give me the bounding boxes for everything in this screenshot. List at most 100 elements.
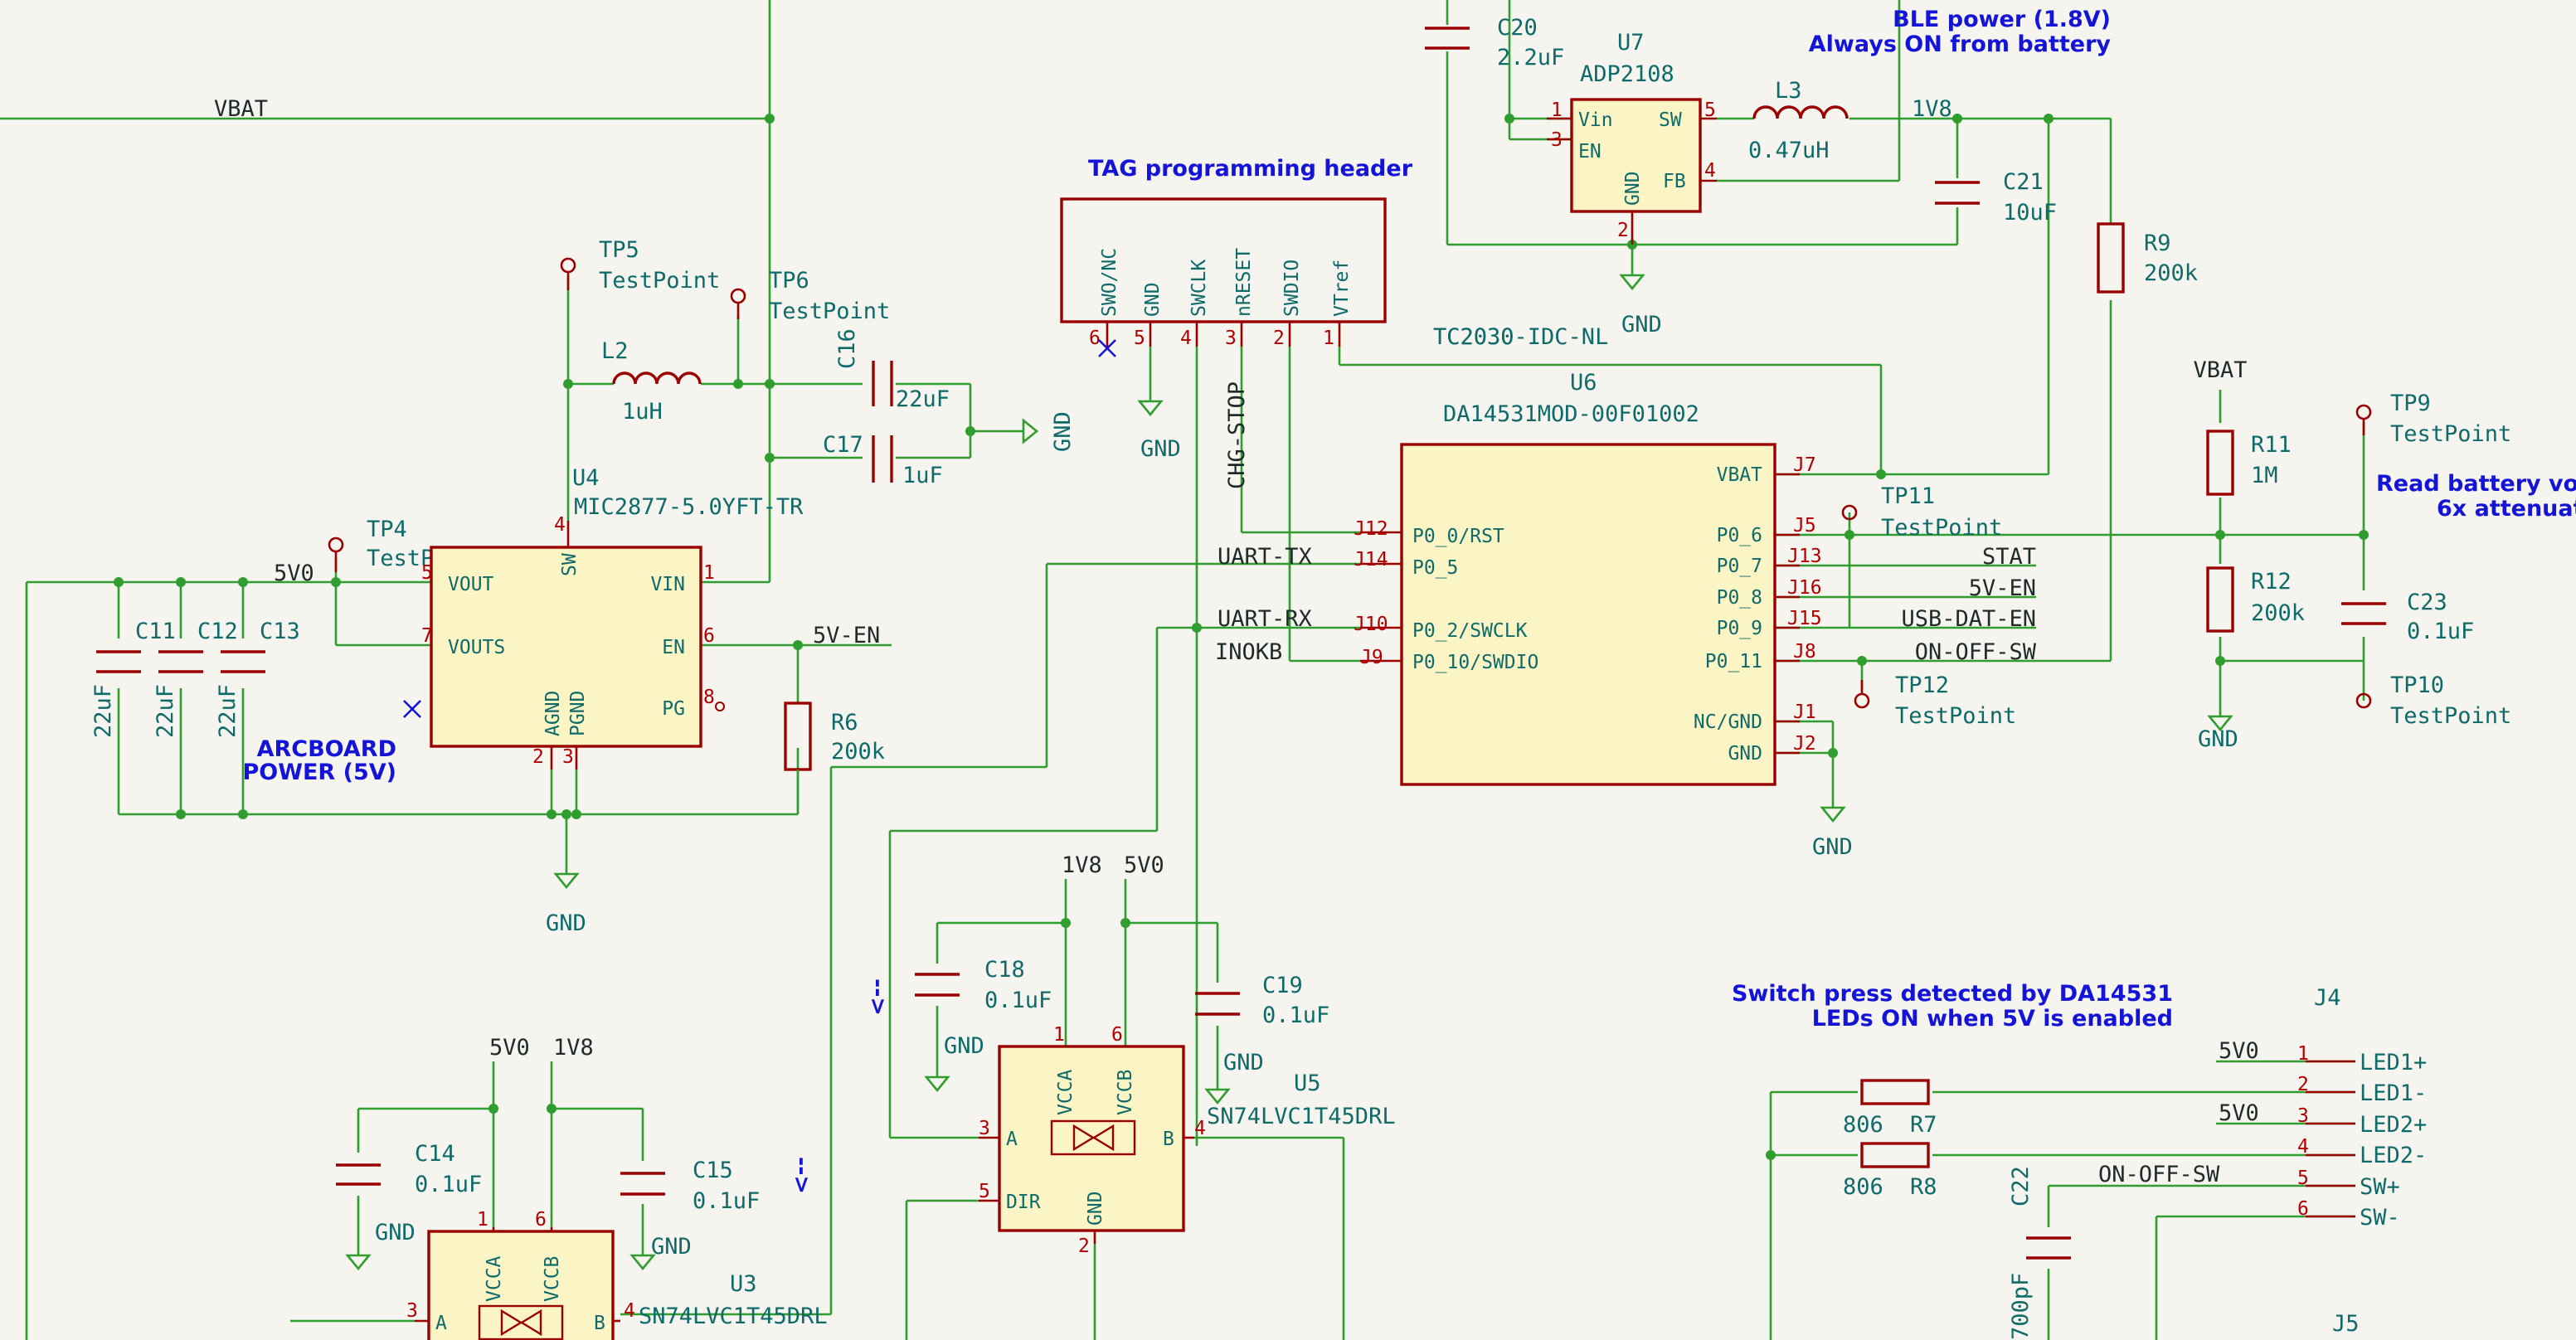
c15-value: 0.1uF [693, 1188, 760, 1214]
u7-pinnum-en: 3 [1551, 129, 1563, 151]
capacitor-c14[interactable] [336, 1163, 381, 1186]
testpoint-tp6[interactable] [730, 288, 746, 319]
direction-arrow-u5: --> [865, 978, 891, 1016]
u3-ref: U3 [730, 1271, 757, 1297]
capacitor-c13[interactable] [221, 650, 265, 673]
u6-body[interactable] [1400, 443, 1776, 786]
capacitor-c12[interactable] [158, 650, 203, 673]
note-battery-1: Read battery volt [2376, 471, 2576, 497]
resistor-r7[interactable] [1860, 1079, 1930, 1105]
u6-pin-gnd: GND [1728, 743, 1762, 765]
j5-ref: J5 [2332, 1311, 2360, 1337]
u4-pinnum-en: 6 [703, 625, 715, 647]
testpoint-tp9[interactable] [2355, 404, 2372, 435]
gnd-label-tag: GND [1140, 436, 1181, 462]
resistor-r9[interactable] [2097, 222, 2125, 294]
j4-pin-led1-plus: LED1+ [2360, 1050, 2427, 1075]
j4-pin-led2-minus: LED2- [2360, 1143, 2427, 1168]
r12-value: 200k [2251, 600, 2305, 626]
c20-ref: C20 [1497, 15, 1538, 41]
testpoint-tp4[interactable] [328, 536, 344, 572]
tp10-ref: TP10 [2390, 672, 2444, 698]
tp5-ref: TP5 [599, 237, 639, 263]
tp12-value: TestPoint [1895, 703, 2016, 729]
inductor-l2[interactable] [612, 371, 702, 385]
net-vbat-r11: VBAT [2193, 357, 2247, 383]
u3-pinnum-a: 3 [406, 1300, 418, 1322]
u5-pin-a: A [1006, 1129, 1018, 1150]
u5-pin-vcca: VCCA [1055, 1069, 1077, 1115]
j4-connector[interactable] [2306, 1060, 2355, 1218]
gnd-label-c16: GND [1050, 411, 1076, 452]
testpoint-tp10[interactable] [2355, 692, 2372, 709]
gnd-label-u4: GND [546, 910, 586, 936]
u5-ref: U5 [1294, 1071, 1321, 1096]
net-5v-en: 5V-EN [813, 623, 880, 648]
resistor-r12[interactable] [2206, 566, 2234, 633]
capacitor-c11[interactable] [96, 650, 141, 673]
u5-pin-gnd: GND [1085, 1191, 1106, 1226]
u7-body[interactable] [1570, 98, 1702, 213]
l3-value: 0.47uH [1748, 138, 1830, 163]
u6-ref: U6 [1570, 370, 1597, 396]
capacitor-c15[interactable] [620, 1172, 665, 1196]
u6-pinnum-j2: J2 [1793, 733, 1816, 755]
u6-pin-p0-8: P0_8 [1717, 587, 1762, 609]
no-connect-icon [1098, 339, 1116, 357]
inductor-l3[interactable] [1752, 105, 1849, 119]
resistor-r8[interactable] [1860, 1142, 1930, 1168]
tag-pin-gnd: GND [1142, 282, 1164, 317]
capacitor-c18[interactable] [915, 973, 960, 997]
j4-pin-sw-plus: SW+ [2360, 1174, 2400, 1200]
testpoint-tp5[interactable] [560, 257, 576, 290]
tag-header-body[interactable] [1060, 197, 1387, 323]
testpoint-tp11[interactable] [1841, 504, 1858, 521]
u6-pin-vbat: VBAT [1717, 464, 1763, 486]
r6-value: 200k [831, 739, 885, 765]
u6-pin-p0-11: P0_11 [1705, 651, 1762, 672]
capacitor-c20[interactable] [1425, 27, 1470, 50]
u4-pinnum-pg: 8 [703, 687, 715, 708]
c13-value: 22uF [215, 684, 241, 738]
u5-pinnum-vcca: 1 [1053, 1024, 1065, 1046]
u6-pinnum-j5: J5 [1793, 515, 1816, 536]
tag-pinnum-6: 6 [1089, 328, 1101, 349]
capacitor-c22[interactable] [2026, 1236, 2071, 1260]
j4-pinnum-5: 5 [2297, 1168, 2309, 1189]
capacitor-c17[interactable] [872, 435, 893, 483]
capacitor-c16[interactable] [872, 361, 893, 406]
testpoint-tp12[interactable] [1854, 680, 1870, 709]
u6-pinnum-j12: J12 [1354, 518, 1388, 540]
u6-pin-p0-6: P0_6 [1717, 525, 1762, 546]
tag-pinnum-5: 5 [1134, 328, 1145, 349]
c12-value: 22uF [153, 684, 178, 738]
u3-pin-vccb: VCCB [542, 1256, 563, 1302]
u7-pinnum-fb: 4 [1704, 160, 1716, 182]
c21-ref: C21 [2003, 169, 2044, 195]
capacitor-c21[interactable] [1935, 181, 1980, 205]
u4-pin-vouts: VOUTS [448, 637, 505, 658]
net-5v0-u5: 5V0 [1124, 852, 1164, 878]
tag-pin-nreset: nRESET [1233, 248, 1255, 317]
c13-ref: C13 [260, 619, 300, 644]
net-vbat-left: VBAT [214, 96, 268, 122]
u6-pinnum-j7: J7 [1793, 454, 1816, 476]
c17-value: 1uF [902, 463, 943, 488]
gnd-label-r12: GND [2198, 726, 2238, 752]
u4-pinnum-vin: 1 [703, 562, 715, 584]
net-1v8-u3: 1V8 [553, 1035, 594, 1061]
resistor-r11[interactable] [2206, 430, 2234, 496]
tag-pin-swo: SWO/NC [1099, 248, 1120, 317]
u6-pinnum-j9: J9 [1360, 647, 1383, 668]
net-uart-tx: UART-TX [1218, 544, 1312, 570]
u5-value: SN74LVC1T45DRL [1207, 1104, 1396, 1129]
tp11-value: TestPoint [1881, 515, 2002, 541]
u4-body[interactable] [430, 546, 702, 748]
tag-pin-swdio: SWDIO [1281, 260, 1303, 317]
u5-pin-b: B [1163, 1129, 1174, 1150]
u4-pinnum-vout: 5 [421, 562, 433, 584]
capacitor-c19[interactable] [1195, 992, 1240, 1016]
capacitor-c23[interactable] [2341, 602, 2386, 625]
c18-value: 0.1uF [984, 988, 1052, 1013]
u4-pinnum-pgnd: 3 [562, 746, 574, 768]
